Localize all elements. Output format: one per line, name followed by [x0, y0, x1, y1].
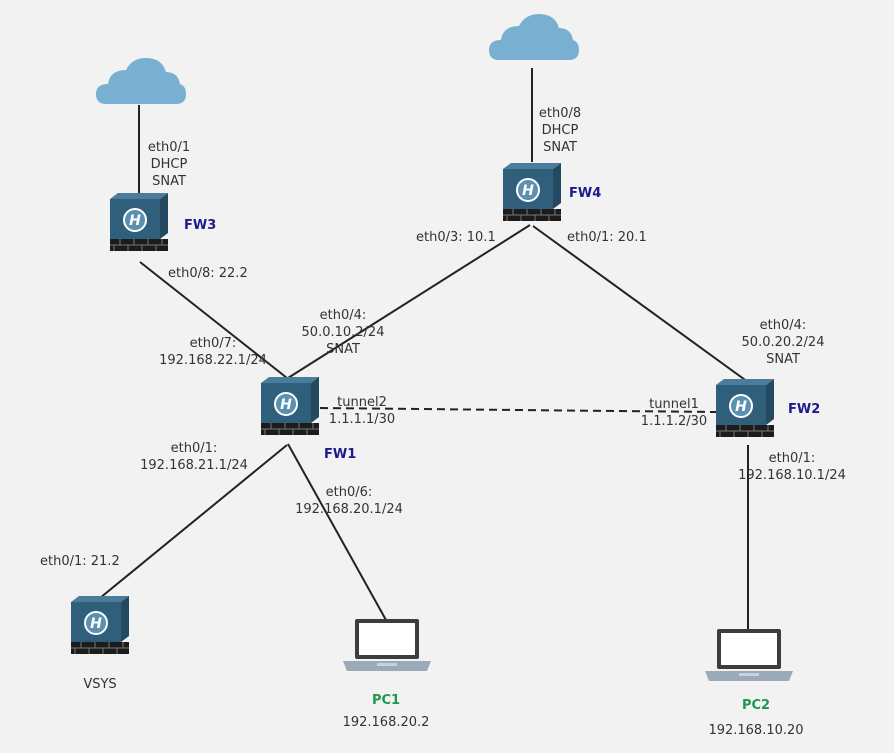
fw1-firewall-icon[interactable]: [260, 376, 320, 436]
fw2-name: FW2: [788, 402, 821, 417]
internet-cloud-icon: [96, 58, 186, 104]
links: [99, 68, 749, 630]
fw3-firewall-icon[interactable]: [109, 192, 169, 252]
fw1-name: FW1: [324, 447, 357, 462]
fw1-to-fw3-label: eth0/7:192.168.22.1/24: [159, 336, 267, 368]
pc1-name: PC1: [371, 693, 401, 708]
vsys-name: VSYS: [83, 677, 117, 692]
pc1-laptop-icon[interactable]: [343, 619, 431, 671]
fw4-left-label: eth0/3: 10.1: [416, 230, 496, 245]
fw3-name: FW3: [184, 218, 217, 233]
link-fw4-fw2: [532, 225, 749, 383]
vsys-firewall-icon[interactable]: [70, 595, 130, 655]
fw2-downlink-label: eth0/1:192.168.10.1/24: [738, 451, 846, 483]
pc2-name: PC2: [741, 698, 771, 713]
fw4-name: FW4: [569, 186, 602, 201]
link-fw1-pc1: [287, 443, 387, 621]
link-fw1-vsys: [99, 444, 288, 599]
pc2-laptop-icon[interactable]: [705, 629, 793, 681]
pc2-ip: 192.168.10.20: [708, 723, 804, 738]
link-fw4-fw1: [287, 224, 531, 379]
fw1-to-vsys-label: eth0/1:192.168.21.1/24: [140, 441, 248, 473]
internet-cloud-icon: [489, 14, 579, 60]
fw4-firewall-icon[interactable]: [502, 162, 562, 222]
fw4-right-label: eth0/1: 20.1: [567, 230, 647, 245]
fw2-firewall-icon[interactable]: [715, 378, 775, 438]
vsys-uplink-label: eth0/1: 21.2: [40, 554, 120, 569]
fw1-to-pc1-label: eth0/6:192.168.20.1/24: [295, 485, 403, 517]
fw3-downlink-label: eth0/8: 22.2: [168, 266, 248, 281]
tunnel-link: [319, 407, 717, 413]
pc1-ip: 192.168.20.2: [342, 715, 430, 730]
link-fw3-fw1: [139, 261, 288, 379]
